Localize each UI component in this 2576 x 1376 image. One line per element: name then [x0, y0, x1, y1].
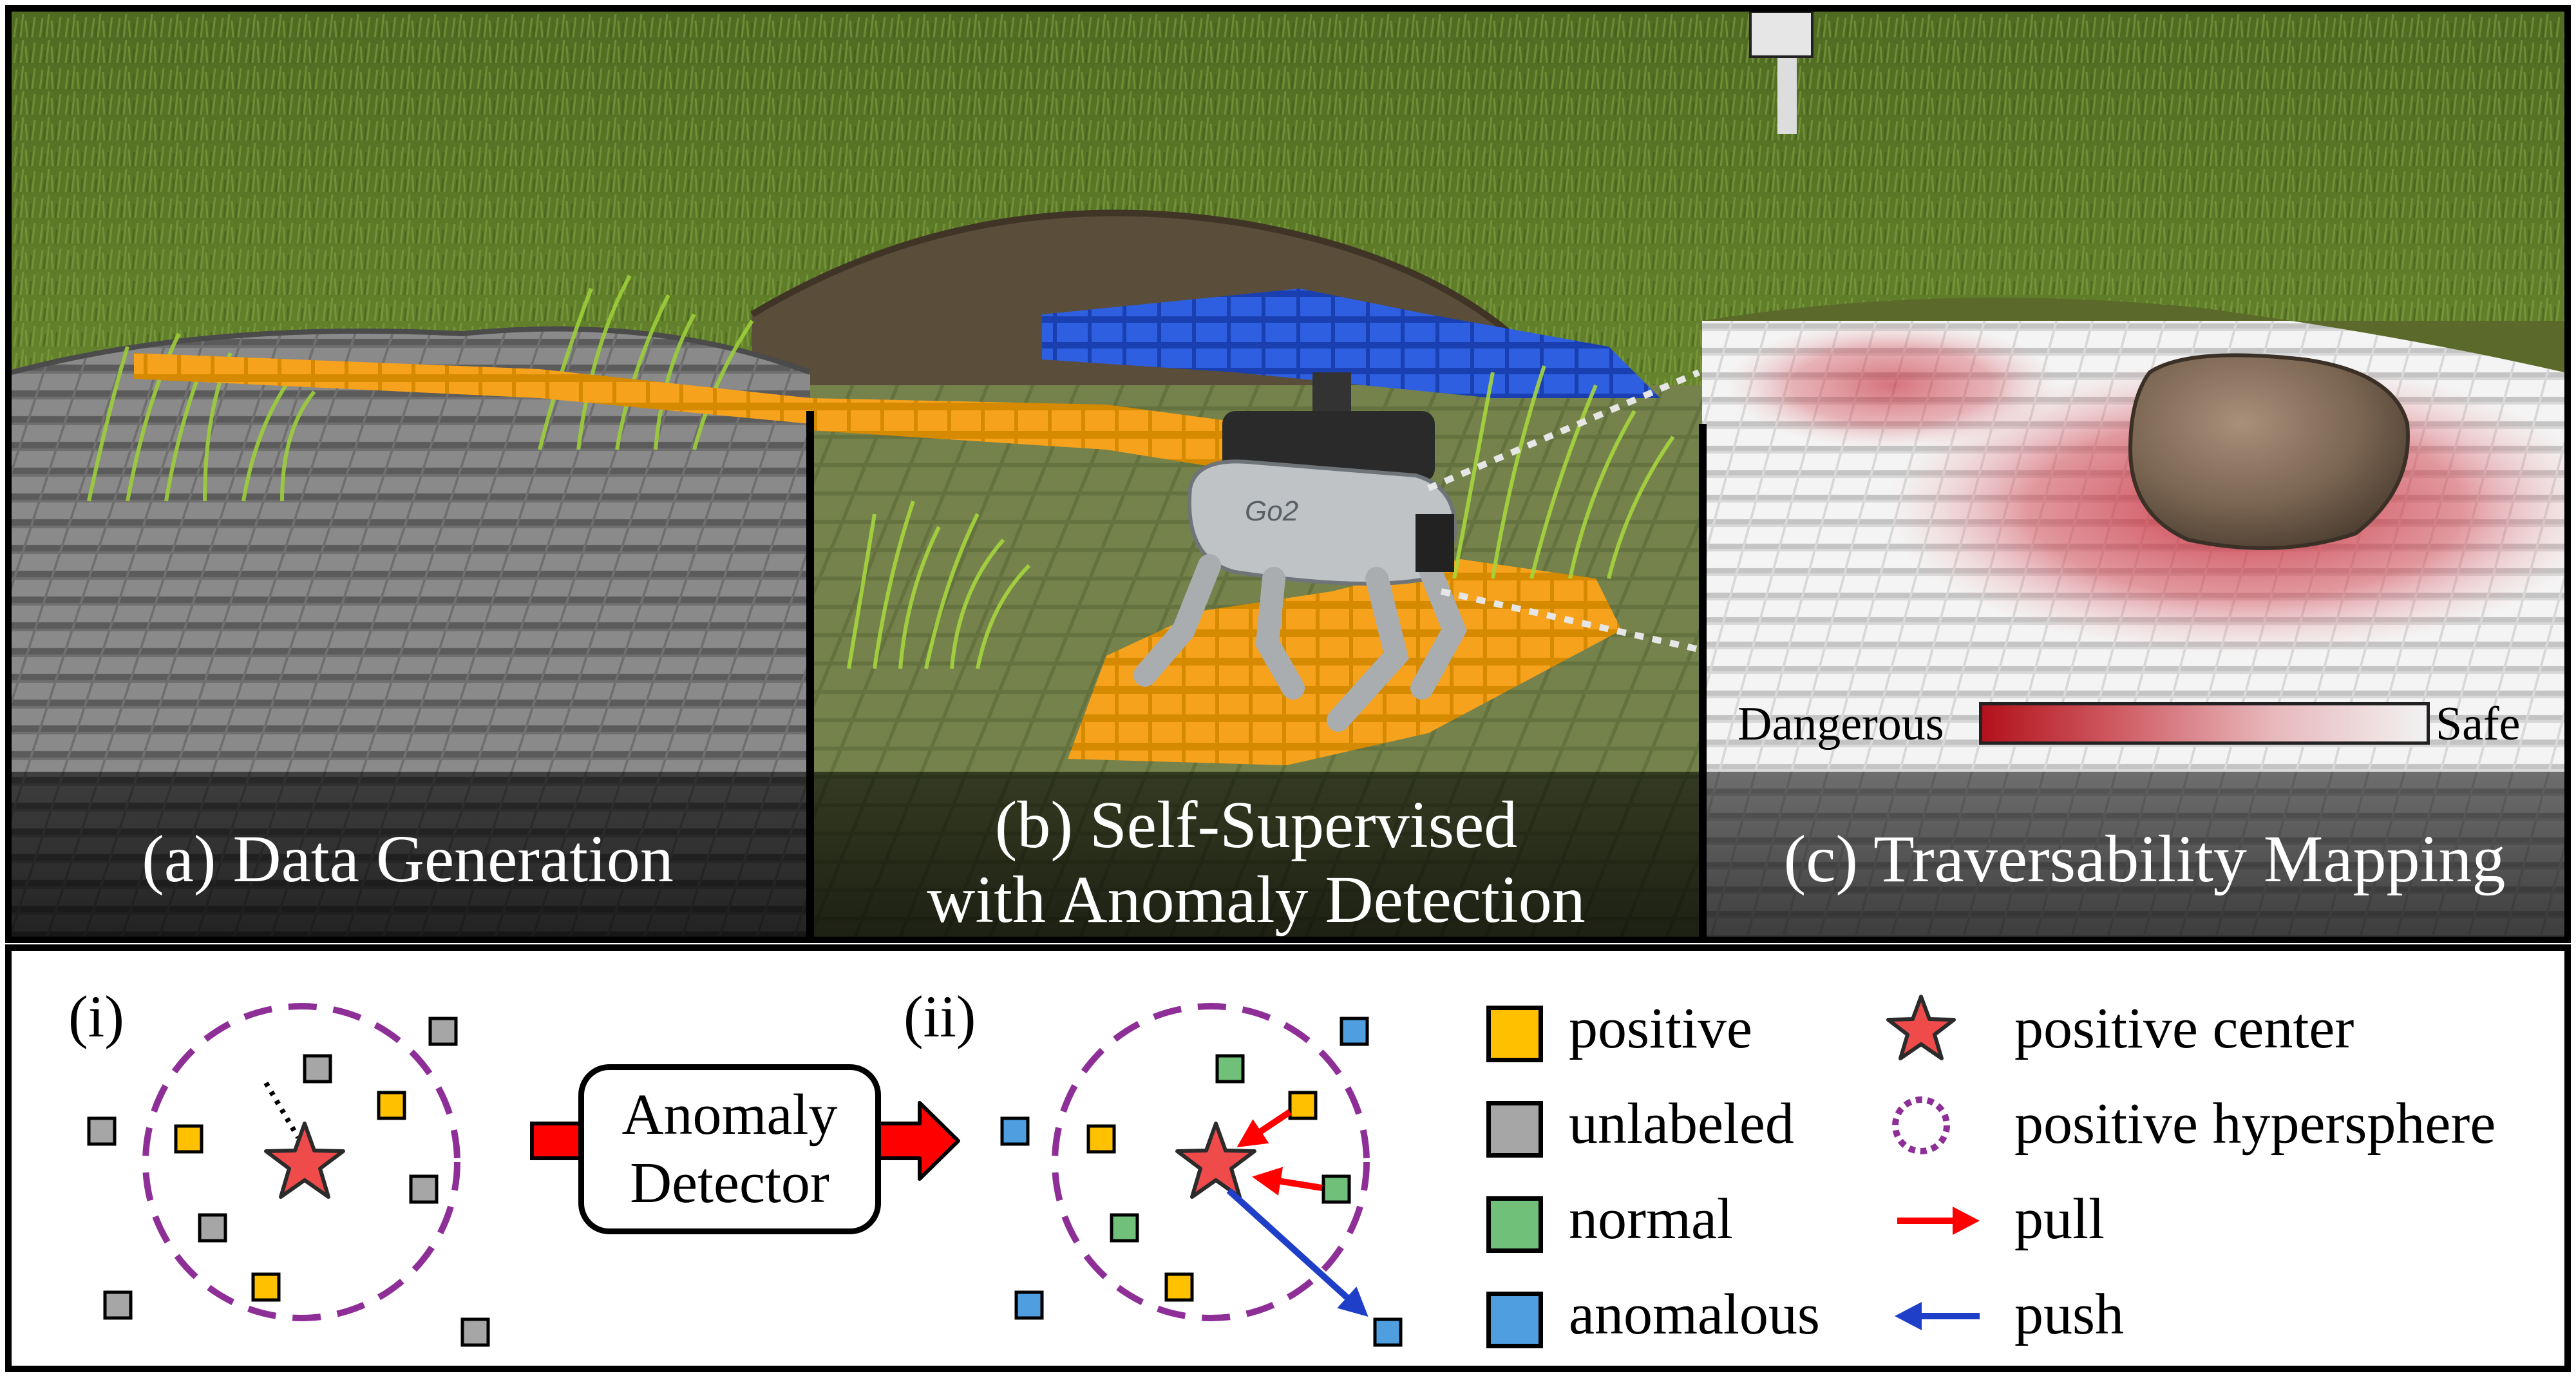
anomaly-detector-box: Anomaly Detector [578, 1064, 881, 1234]
unlabeled-sample [409, 1174, 439, 1204]
unlabeled-sample [198, 1213, 227, 1243]
hypersphere-i [142, 1003, 460, 1321]
positive-center-star [264, 1122, 345, 1199]
anomalous-swatch [1486, 1292, 1543, 1348]
legend-push-label: push [2014, 1283, 2125, 1346]
push-arrow [1226, 1188, 1368, 1317]
legend-unlabeled: unlabeled [1486, 1088, 1873, 1159]
anomalous-sample [1014, 1290, 1044, 1320]
arrow-right [874, 1101, 960, 1181]
hypersphere-ii [1052, 1003, 1370, 1321]
positive-sample [1086, 1124, 1116, 1154]
legend-anomalous-label: anomalous [1569, 1283, 1820, 1346]
positive-sample [1288, 1091, 1318, 1120]
rock-obstacle [2128, 353, 2410, 550]
detector-line2: Detector [630, 1151, 829, 1215]
colorbar-low-label: Dangerous [1738, 698, 1944, 750]
pull-arrow [1252, 1167, 1323, 1196]
radius-line [263, 1081, 301, 1140]
pull-arrow [1236, 1109, 1292, 1147]
unlabeled-sample [103, 1290, 133, 1320]
diagram-ii [1000, 1003, 1403, 1347]
positive-sample [251, 1272, 281, 1302]
unlabeled-swatch [1486, 1101, 1543, 1158]
schematic-panel: (i) (ii) Anomaly Detector positive unlab… [5, 944, 2571, 1372]
legend-unlabeled-label: unlabeled [1569, 1092, 1794, 1156]
scene-illustration: Go2 [12, 12, 2564, 937]
legend-positive-hypersphere-label: positive hypersphere [2014, 1092, 2496, 1156]
diagram-i [87, 1003, 490, 1347]
panel-a-caption: (a) Data Generation [142, 822, 674, 896]
red-arrow-icon [1897, 1207, 1980, 1235]
label-ii: (ii) [904, 984, 976, 1049]
unlabeled-sample [428, 1017, 458, 1046]
anomalous-sample [1340, 1017, 1369, 1046]
unlabeled-sample [87, 1116, 117, 1146]
legend-positive-hypersphere: positive hypersphere [1886, 1088, 2555, 1159]
legend-positive-label: positive [1569, 997, 1752, 1060]
arrow-tail-left [530, 1122, 585, 1160]
blue-arrow-icon [1895, 1302, 1980, 1330]
panel-b-caption: (b) Self-Supervised with Anomaly Detecti… [810, 788, 1702, 937]
robot-illustration [1133, 372, 1467, 732]
label-i: (i) [68, 984, 124, 1049]
normal-sample [1215, 1054, 1245, 1084]
positive-center-star [1175, 1122, 1256, 1199]
legend-pull-label: pull [2014, 1187, 2105, 1251]
normal-swatch [1486, 1196, 1543, 1253]
positive-sample [1164, 1272, 1194, 1302]
unlabeled-sample [460, 1317, 490, 1347]
legend-normal: normal [1486, 1183, 1873, 1254]
legend-push: push [1886, 1279, 2555, 1350]
legend-positive: positive [1486, 993, 1873, 1064]
star-icon [1886, 995, 1956, 1060]
unlabeled-sample [303, 1054, 332, 1084]
positive-sample [174, 1124, 204, 1154]
legend-positive-center-label: positive center [2014, 997, 2354, 1060]
detector-line1: Anomaly [621, 1083, 838, 1147]
legend-anomalous: anomalous [1486, 1279, 1873, 1350]
legend-positive-center: positive center [1886, 993, 2555, 1064]
positive-swatch [1486, 1006, 1543, 1062]
anomalous-sample [1000, 1116, 1030, 1146]
anomalous-sample [1373, 1317, 1403, 1347]
panel-c-caption: (c) Traversability Mapping [1783, 822, 2506, 896]
dotted-circle-icon [1892, 1096, 1950, 1154]
normal-sample [1110, 1213, 1139, 1243]
positive-sample [377, 1091, 406, 1120]
panel-b-caption-line2: with Anomaly Detection [927, 863, 1586, 937]
schematic-diagram [87, 1003, 1403, 1347]
legend-pull: pull [1886, 1183, 2555, 1254]
panel-b-caption-line1: (b) Self-Supervised [994, 788, 1518, 862]
normal-sample [1321, 1174, 1351, 1204]
colorbar-high-label: Safe [2436, 698, 2521, 750]
legend-normal-label: normal [1569, 1187, 1733, 1251]
scene-panel: Go2 (a) Data Generation (b) Self-Supervi… [5, 5, 2571, 943]
robot-badge: Go2 [1245, 495, 1298, 527]
traversability-colorbar [1979, 702, 2430, 745]
